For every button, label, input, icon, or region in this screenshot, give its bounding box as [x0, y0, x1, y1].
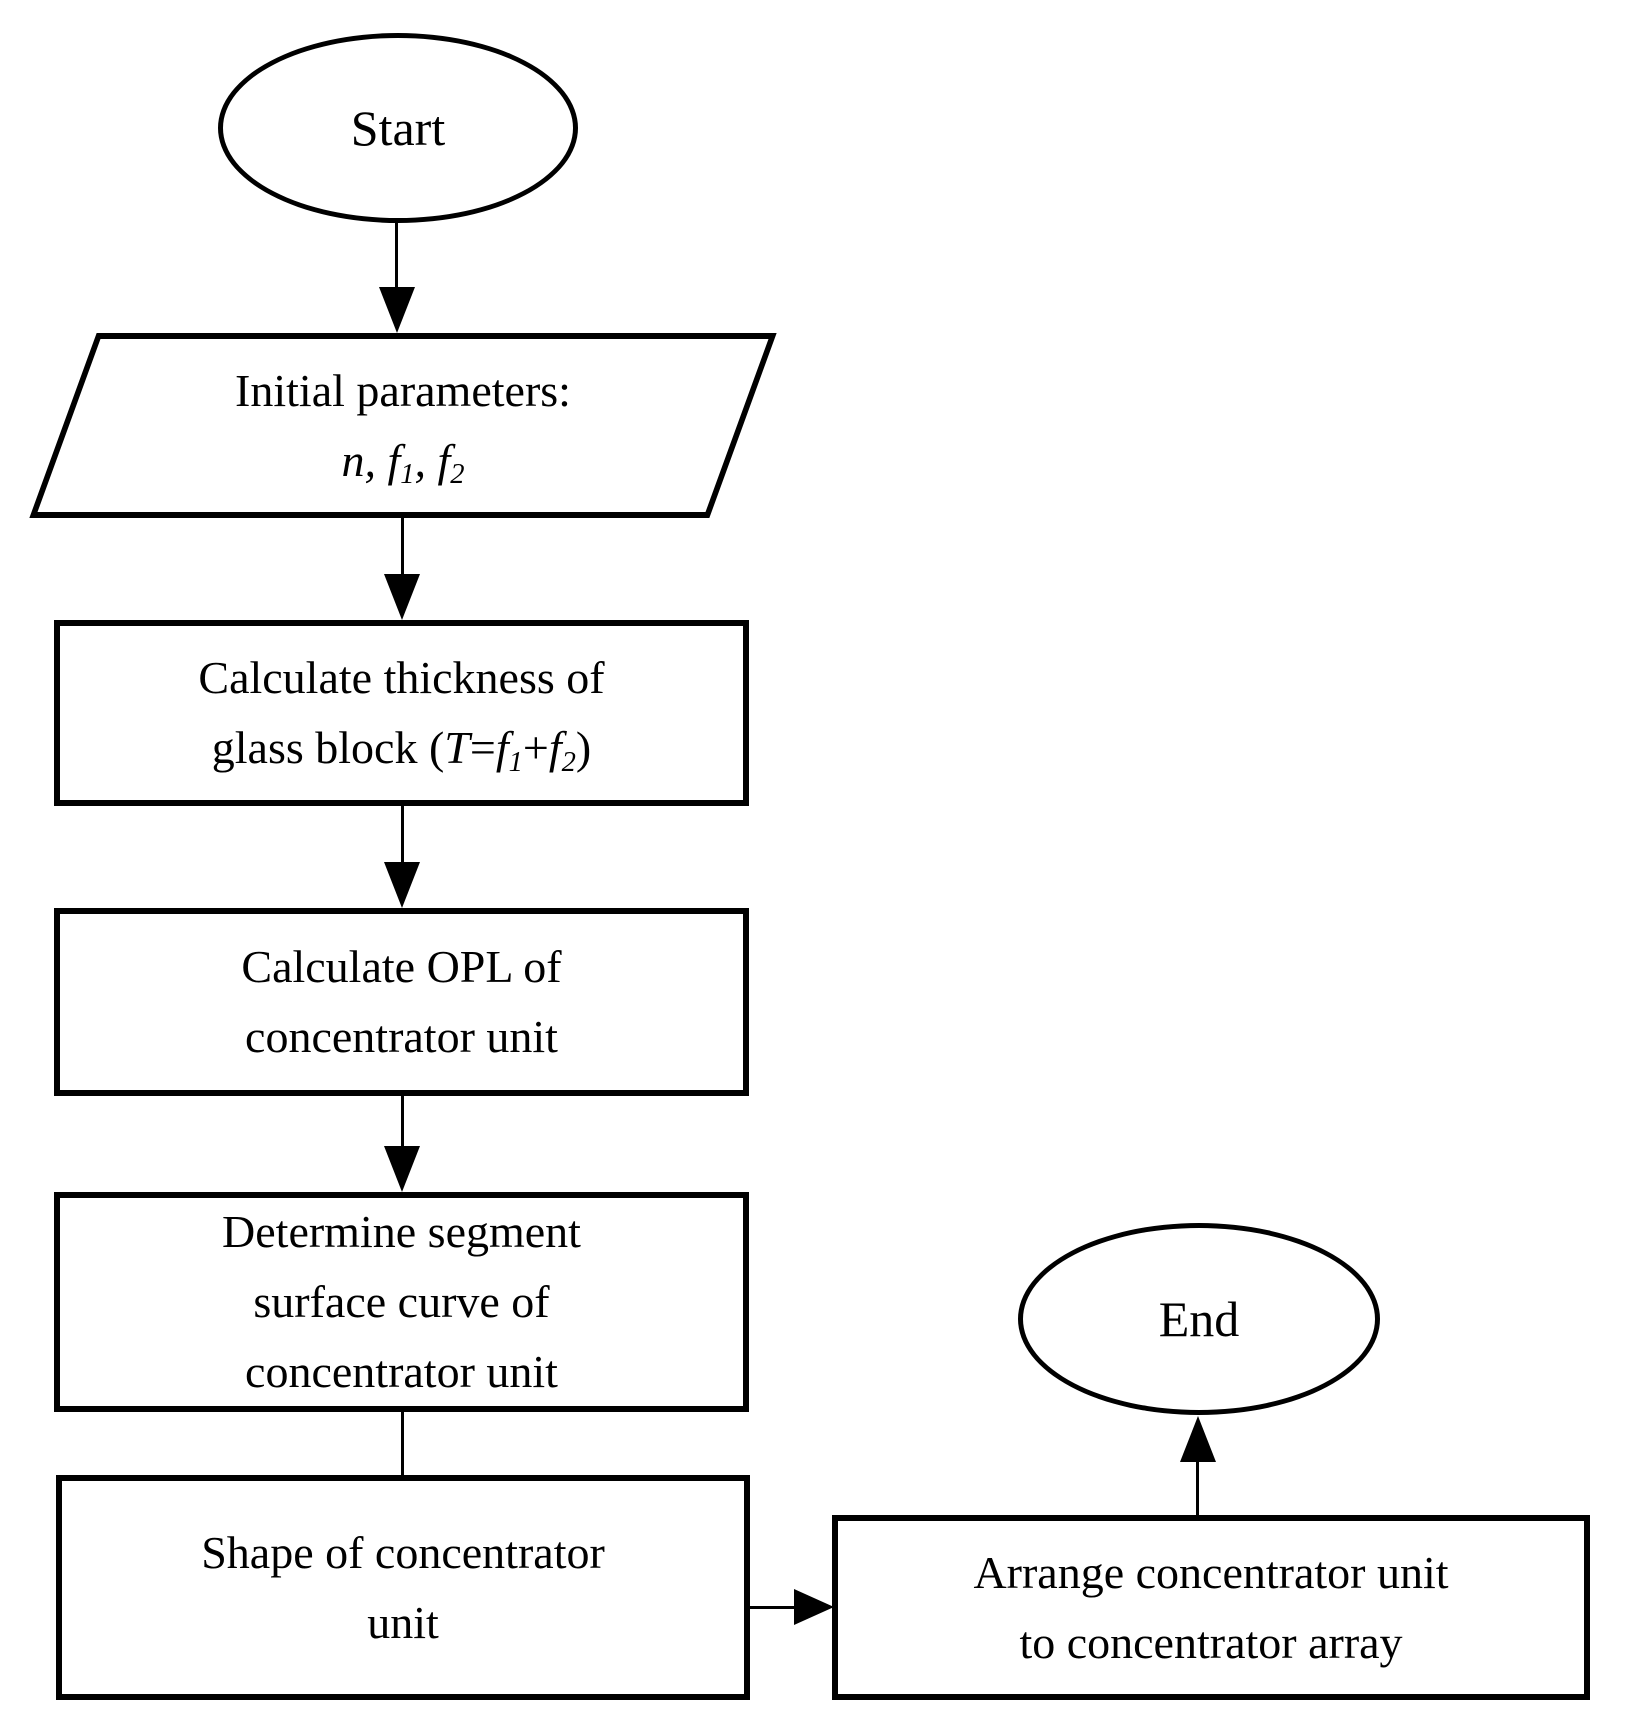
calc-thickness-line1: Calculate thickness of	[198, 652, 605, 703]
formula-f2-sub: 2	[450, 459, 465, 491]
formula-f1-sub: 1	[400, 459, 415, 491]
arrowhead-down-icon	[379, 287, 415, 333]
calc-thickness-line2: glass block (T=f1+f2)	[212, 713, 591, 783]
initial-parameters-line1: Initial parameters:	[235, 364, 571, 416]
connector-params-to-thickness	[401, 518, 404, 576]
initial-parameters-node: Initial parameters: n, f1, f2	[29, 333, 777, 518]
shape-unit-line1: Shape of concentrator	[201, 1526, 605, 1578]
arrowhead-down-icon	[384, 1146, 420, 1192]
connector-thickness-to-opl	[401, 806, 404, 864]
connector-shape-to-arrange	[750, 1606, 794, 1609]
thickness-f2: f	[548, 722, 562, 773]
formula-sep1: ,	[364, 434, 388, 486]
thickness-suffix: )	[575, 722, 592, 773]
end-node: End	[1018, 1223, 1380, 1415]
connector-opl-to-segment	[401, 1096, 404, 1148]
thickness-plus: +	[522, 722, 549, 773]
calc-opl-node: Calculate OPL of concentrator unit	[54, 908, 749, 1096]
arrange-unit-node: Arrange concentrator unit to concentrato…	[832, 1515, 1590, 1700]
shape-unit-node: Shape of concentrator unit	[56, 1475, 750, 1700]
determine-segment-line2: surface curve of	[253, 1276, 550, 1327]
arrange-unit-line2: to concentrator array	[1019, 1616, 1403, 1668]
shape-unit-line2: unit	[367, 1596, 439, 1648]
thickness-f2-sub: 2	[561, 746, 576, 778]
determine-segment-node: Determine segment surface curve of conce…	[54, 1192, 749, 1412]
initial-parameters-text: Initial parameters: n, f1, f2	[69, 339, 737, 512]
thickness-f1-sub: 1	[508, 746, 523, 778]
formula-f2: f	[437, 434, 451, 486]
end-label: End	[1158, 1291, 1240, 1347]
start-node: Start	[218, 33, 578, 223]
initial-parameters-formula: n, f1, f2	[341, 426, 464, 496]
arrange-unit-line1: Arrange concentrator unit	[973, 1546, 1449, 1598]
connector-start-to-params	[395, 221, 398, 288]
calc-opl-line1: Calculate OPL of	[241, 941, 562, 992]
start-label: Start	[350, 100, 446, 156]
calc-opl-line2: concentrator unit	[245, 1011, 558, 1062]
connector-segment-to-shape	[401, 1412, 404, 1476]
arrowhead-down-icon	[384, 862, 420, 908]
arrowhead-down-icon	[384, 574, 420, 620]
formula-n: n	[341, 434, 365, 486]
arrowhead-up-icon	[1180, 1416, 1216, 1462]
thickness-equals: =	[469, 722, 496, 773]
thickness-T: T	[444, 722, 470, 773]
thickness-f1: f	[495, 722, 509, 773]
formula-sep2: ,	[414, 434, 438, 486]
determine-segment-line3: concentrator unit	[245, 1346, 558, 1397]
thickness-prefix: glass block (	[211, 722, 445, 773]
formula-f1: f	[387, 434, 401, 486]
calc-thickness-node: Calculate thickness of glass block (T=f1…	[54, 620, 749, 806]
arrowhead-right-icon	[794, 1589, 834, 1625]
determine-segment-line1: Determine segment	[222, 1206, 581, 1257]
connector-arrange-to-end	[1196, 1460, 1199, 1516]
